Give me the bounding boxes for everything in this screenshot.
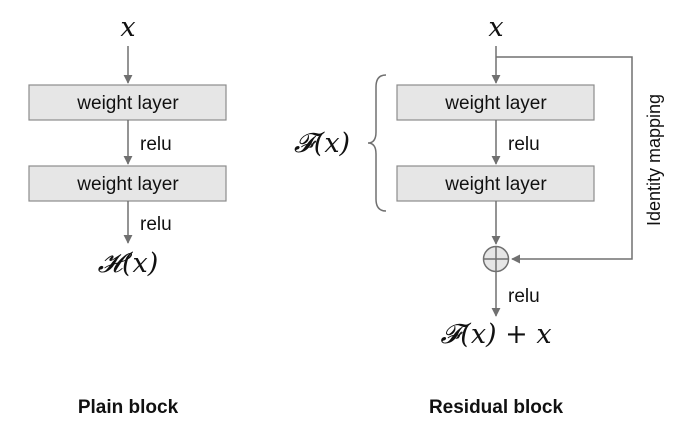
plain-weight-layer-2-label: weight layer bbox=[76, 174, 179, 195]
identity-mapping-label: Identity mapping bbox=[644, 94, 664, 226]
plain-output-label: 𝓗(x) bbox=[98, 248, 159, 279]
plain-block: x weight layer relu weight layer relu 𝓗(… bbox=[28, 12, 227, 418]
residual-weight-layer-1 bbox=[396, 84, 595, 121]
identity-shortcut-line bbox=[496, 56, 633, 264]
plain-weight-layer-1-label: weight layer bbox=[76, 93, 179, 114]
residual-block-caption: Residual block bbox=[429, 397, 564, 418]
plain-relu-1: relu bbox=[140, 134, 172, 155]
residual-relu-2: relu bbox=[508, 286, 540, 307]
plain-input-label: x bbox=[120, 12, 135, 43]
residual-relu-1: relu bbox=[508, 134, 540, 155]
function-brace bbox=[367, 74, 387, 212]
residual-weight-layer-2-label: weight layer bbox=[444, 174, 547, 195]
addition-node bbox=[482, 245, 510, 273]
residual-input-label: x bbox=[488, 12, 503, 43]
plain-block-caption: Plain block bbox=[78, 397, 179, 418]
plain-relu-2: relu bbox=[140, 214, 172, 235]
residual-block: x Identity mapping 𝓕(x) weight layer rel… bbox=[294, 12, 664, 418]
plain-weight-layer-2 bbox=[28, 165, 227, 202]
residual-output-label: 𝓕(x) + x bbox=[440, 319, 551, 350]
residual-weight-layer-1-label: weight layer bbox=[444, 93, 547, 114]
residual-weight-layer-2 bbox=[396, 165, 595, 202]
function-label: 𝓕(x) bbox=[294, 128, 350, 159]
